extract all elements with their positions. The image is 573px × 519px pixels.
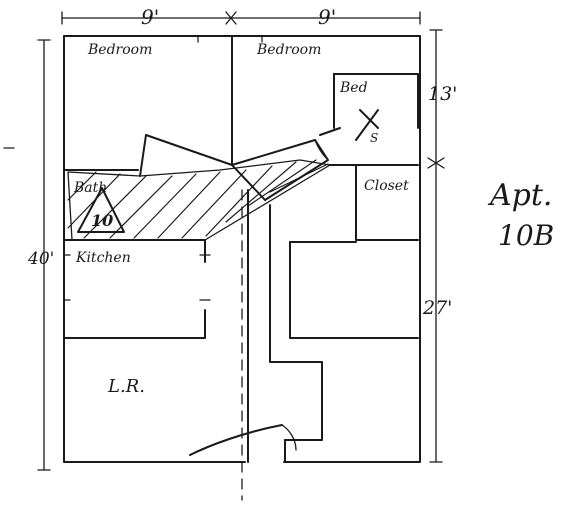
apartment-line-2: 10B [498,219,554,252]
hatched-area [67,159,331,241]
room-label-bedroom-left: Bedroom [87,42,152,58]
x-subscript: S [370,131,378,145]
room-label-closet: Closet [364,178,409,194]
room-label-bath: Bath [73,180,107,196]
apartment-line-1: Apt. [487,178,552,213]
outer-walls [63,35,421,463]
dimension-top-left: 9' [141,5,159,29]
dimension-left: 40' [27,249,54,269]
room-label-kitchen: Kitchen [75,250,131,266]
triangle-number: 10 [91,211,113,230]
x-marker [355,109,379,141]
dimension-right-lower: 27' [422,297,452,319]
room-label-bedroom-right: Bedroom [256,42,321,58]
room-label-living-room: L.R. [107,376,145,397]
dimension-lines [3,11,445,471]
interior-walls [63,35,419,463]
triangle-marker [77,187,125,233]
dimension-top-right: 9' [318,5,336,29]
dimension-right-upper: 13' [428,83,457,105]
hallway-outline [139,127,341,201]
room-label-bed: Bed [339,80,368,96]
